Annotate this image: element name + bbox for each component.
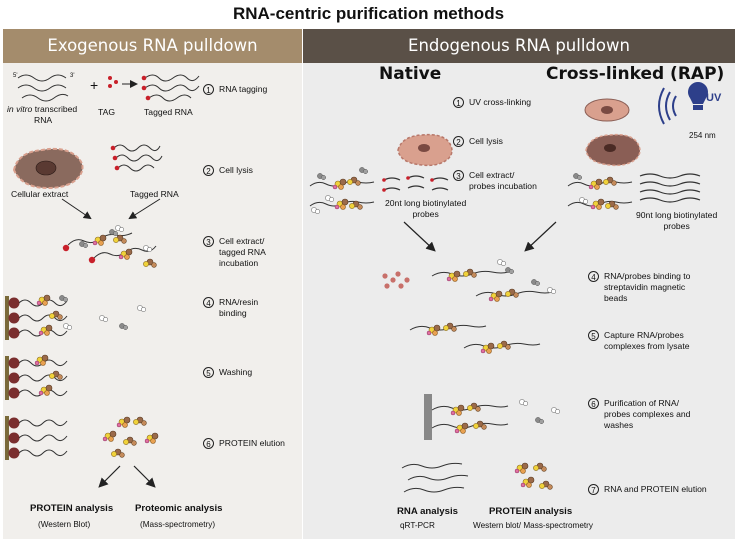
endogenous-panel: [303, 29, 735, 539]
plus-sign: +: [90, 77, 99, 93]
left-output-1-title: PROTEIN analysis: [30, 503, 114, 514]
exogenous-header: Exogenous RNA pulldown: [3, 29, 302, 63]
native-extract-complexes: [309, 167, 375, 214]
probes-90-label: 90nt long biotinylated probes: [636, 210, 718, 231]
tagged-rna-label-2: Tagged RNA: [130, 189, 179, 199]
right-output-1-title: RNA analysis: [397, 506, 458, 517]
rna-label: RNA: [34, 115, 53, 125]
washing-complexes: [5, 354, 68, 400]
crosslinked-title: Cross-linked (RAP): [546, 64, 725, 84]
in-vitro-rna: [17, 74, 69, 102]
long-probes: [639, 173, 701, 203]
exogenous-panel: [3, 29, 302, 539]
left-output-2-title: Proteomic analysis: [135, 503, 223, 514]
tag-dots: [108, 76, 118, 88]
probe-binding-complexes: [382, 259, 557, 302]
three-prime-label: 3': [70, 73, 75, 79]
tagged-rna-2: [113, 144, 163, 172]
crosslinked-extract-complexes: [567, 173, 633, 210]
magnet-purification: [424, 394, 561, 440]
elution-complexes: [5, 416, 159, 460]
capture-complexes: [409, 322, 541, 354]
cellular-extract-cell: [12, 147, 84, 190]
in-vitro-rna-label: in vitro transcribed: [7, 104, 78, 114]
crosslinked-lysed-cell: [585, 133, 641, 167]
tagged-rna-label: Tagged RNA: [144, 107, 193, 117]
page-title: RNA-centric purification methods: [232, 4, 505, 23]
resin-binding: [5, 294, 146, 340]
incubation-complexes: [62, 225, 157, 268]
uv-label: UV: [706, 92, 722, 104]
endogenous-header: Endogenous RNA pulldown: [303, 29, 735, 63]
probes-20-label: 20nt long biotinylated probes: [385, 198, 467, 219]
left-output-2-detail: (Mass-spectrometry): [140, 520, 216, 529]
right-output-1-detail: qRT-PCR: [400, 521, 435, 530]
cellular-extract-label: Cellular extract: [11, 189, 69, 199]
five-prime-label: 5': [13, 73, 18, 79]
wavelength-label: 254 nm: [689, 131, 716, 140]
uv-lamp-icon: [658, 81, 708, 125]
native-cell: [397, 133, 453, 167]
right-output-2-detail: Western blot/ Mass-spectrometry: [473, 521, 593, 530]
tag-label: TAG: [98, 107, 116, 117]
left-output-1-detail: (Western Blot): [38, 520, 91, 529]
short-probes: [382, 175, 449, 192]
right-output-2-title: PROTEIN analysis: [489, 506, 573, 517]
tagged-rna: [144, 74, 200, 102]
native-title: Native: [379, 64, 442, 84]
final-elution: [401, 462, 553, 493]
crosslinked-cell: [584, 98, 630, 122]
